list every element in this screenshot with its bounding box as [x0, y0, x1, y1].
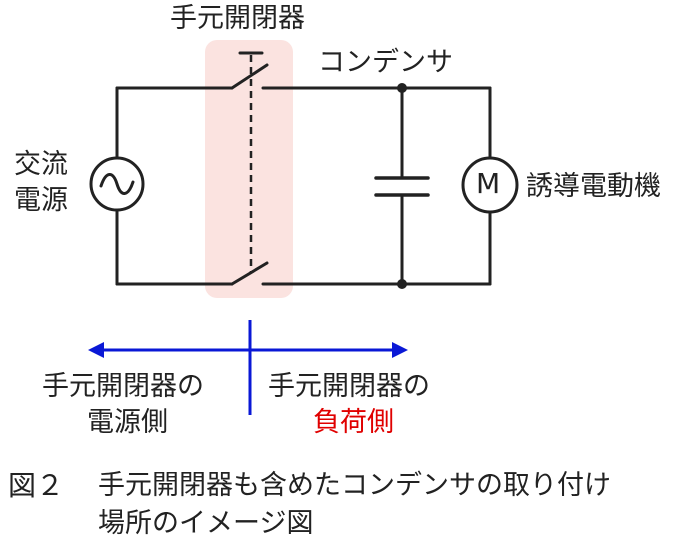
- ac-source-label-line2: 電源: [14, 185, 68, 216]
- figure-number: 図２: [8, 469, 65, 502]
- ac-source-label-line1: 交流: [14, 149, 68, 180]
- switch-blade-bottom: [230, 261, 269, 286]
- motor-letter: M: [476, 167, 501, 200]
- supply-side-label-line2: 電源側: [87, 407, 168, 438]
- capacitor-label: コンデンサ: [318, 47, 453, 78]
- supply-side-label-line1: 手元開閉器の: [42, 371, 204, 402]
- ac-sine-icon: [99, 173, 135, 195]
- load-side-label-line1: 手元開閉器の: [268, 371, 430, 402]
- arrow-head-left: [88, 342, 104, 358]
- junction-bottom: [397, 279, 407, 289]
- load-side-label-line2: 負荷側: [313, 407, 394, 438]
- arrow-head-right: [392, 342, 408, 358]
- figure-caption-line2: 場所のイメージ図: [98, 508, 314, 539]
- motor-label: 誘導電動機: [526, 171, 661, 202]
- motor-symbol: [461, 156, 519, 214]
- junction-top: [397, 83, 407, 93]
- figure-caption-line1: 手元開閉器も含めたコンデンサの取り付け: [98, 470, 611, 501]
- switch-label: 手元開閉器: [170, 3, 305, 34]
- switch-blade-top: [230, 63, 269, 90]
- switch-highlight: [205, 40, 293, 298]
